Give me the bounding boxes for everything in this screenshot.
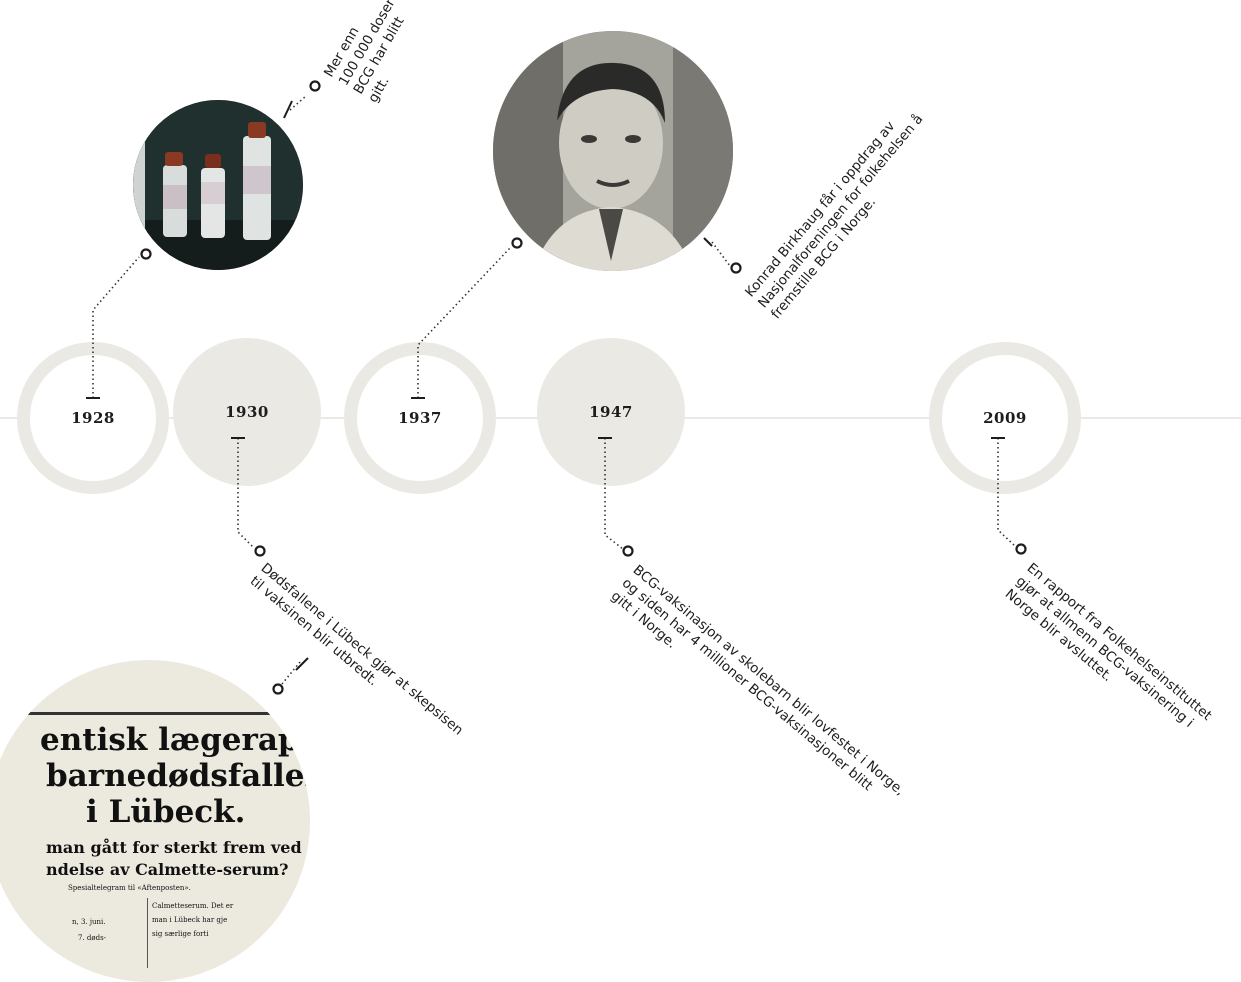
byline: Spesialtelegram til «Aftenposten». bbox=[68, 884, 191, 892]
newspaper-clipping-photo: entisk lægerappo barnedødsfallene i Lübe… bbox=[0, 660, 310, 982]
body-text: 7. døds- bbox=[78, 934, 107, 942]
year-node-1928: 1928 bbox=[17, 342, 169, 494]
connector-lines bbox=[86, 80, 1027, 695]
subheadline-line: man gått for sterkt frem ved bbox=[46, 838, 302, 857]
body-text: man i Lübeck har gje bbox=[152, 916, 228, 924]
subheadline-line: ndelse av Calmette-serum? bbox=[46, 860, 289, 879]
year-label: 1937 bbox=[398, 409, 442, 427]
year-node-1930: 1930 bbox=[173, 338, 321, 486]
headline-line: barnedødsfallene bbox=[46, 758, 310, 794]
year-label: 1928 bbox=[71, 409, 115, 427]
year-node-1947: 1947 bbox=[537, 338, 685, 486]
portrait-photo bbox=[493, 31, 733, 271]
year-label: 1947 bbox=[589, 403, 633, 421]
headline-line: entisk lægerappo bbox=[40, 722, 310, 758]
body-text: sig særlige forti bbox=[152, 930, 209, 938]
year-label: 1930 bbox=[225, 403, 269, 421]
body-text: n, 3. juni. bbox=[72, 918, 106, 926]
body-text: Calmetteserum. Det er bbox=[152, 902, 234, 910]
headline-line: i Lübeck. bbox=[86, 794, 246, 830]
year-label: 2009 bbox=[983, 409, 1027, 427]
